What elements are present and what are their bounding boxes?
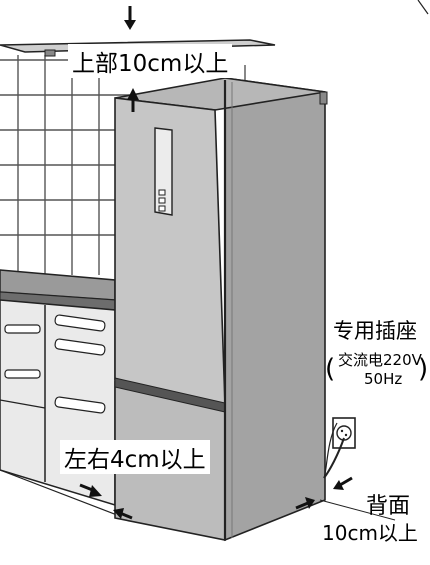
- outlet-power-label: 交流电220V: [338, 351, 422, 369]
- close-paren: ): [418, 354, 429, 384]
- floor-line: [0, 469, 131, 521]
- back-clearance-label: 10cm以上: [322, 521, 418, 545]
- outlet-freq-label: 50Hz: [364, 370, 403, 388]
- top-clearance-label: 上部10cm以上: [68, 44, 233, 78]
- top-arrow-down: [124, 6, 136, 30]
- outlet-title-label: 专用插座: [333, 319, 417, 343]
- outlet-spec-label: (: [325, 343, 335, 395]
- back-leader-line: [319, 499, 396, 521]
- side-clearance-label: 左右4cm以上: [60, 440, 210, 474]
- refrigerator: [114, 77, 328, 542]
- open-paren: (: [325, 354, 336, 384]
- back-arrow-right: [333, 476, 353, 490]
- back-arrow-left: [295, 497, 315, 510]
- side-arrow-left: [79, 483, 102, 497]
- power-outlet: [323, 417, 356, 479]
- back-label: 背面: [366, 494, 411, 519]
- corner-mark: [417, 0, 429, 15]
- top-arrow-up: [127, 88, 139, 112]
- side-arrow-right: [113, 508, 133, 520]
- kitchen-lower-cabinets: [0, 299, 116, 507]
